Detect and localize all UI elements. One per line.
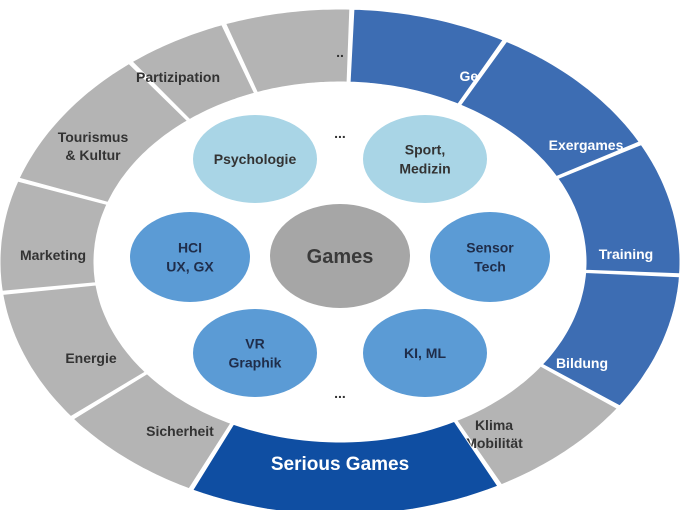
- segment-label-marketing: Marketing: [20, 247, 86, 263]
- ellipsis-bottom: ...: [334, 385, 346, 401]
- ellipsis-top: ...: [334, 125, 346, 141]
- node-shape-vr-graphik: [193, 309, 317, 397]
- segment-label-tourismus: Tourismus& Kultur: [58, 129, 129, 163]
- node-shape-sensor-tech: [430, 212, 550, 302]
- node-shape-ki-ml: [363, 309, 487, 397]
- node-shape-psychologie: [193, 115, 317, 203]
- segment-bildung: Bildung: [541, 271, 680, 407]
- node-games: Games: [270, 204, 410, 308]
- segment-shape-energie: [2, 284, 147, 418]
- segment-label-sicherheit: Sicherheit: [146, 423, 214, 439]
- segment-shape-partizipation: [131, 24, 256, 121]
- segment-label-more-top: ..: [336, 44, 344, 60]
- segment-label-training: Training: [599, 246, 653, 262]
- outer-ring: GesundheitExergamesTrainingBildungKlimaM…: [0, 8, 680, 510]
- node-shape-hci: [130, 212, 250, 302]
- segment-serious-games: Serious Games: [192, 420, 499, 510]
- node-shape-sport-medizin: [363, 115, 487, 203]
- segment-label-bildung: Bildung: [556, 355, 608, 371]
- node-label-sport-medizin: Sport,Medizin: [399, 142, 450, 177]
- node-psychologie: Psychologie: [193, 115, 317, 203]
- node-label-ki-ml: KI, ML: [404, 345, 446, 361]
- segment-partizipation: Partizipation: [131, 24, 256, 121]
- node-label-games: Games: [307, 246, 374, 268]
- segment-label-partizipation: Partizipation: [136, 69, 220, 85]
- node-label-psychologie: Psychologie: [214, 151, 297, 167]
- node-shape-games: [270, 204, 410, 308]
- segment-label-exergames: Exergames: [549, 137, 624, 153]
- segment-label-serious-games: Serious Games: [271, 454, 409, 475]
- node-sport-medizin: Sport,Medizin: [363, 115, 487, 203]
- segment-marketing: Marketing: [0, 180, 108, 292]
- segment-energie: Energie: [2, 284, 147, 418]
- segment-label-energie: Energie: [65, 350, 117, 366]
- node-ki-ml: KI, ML: [363, 309, 487, 397]
